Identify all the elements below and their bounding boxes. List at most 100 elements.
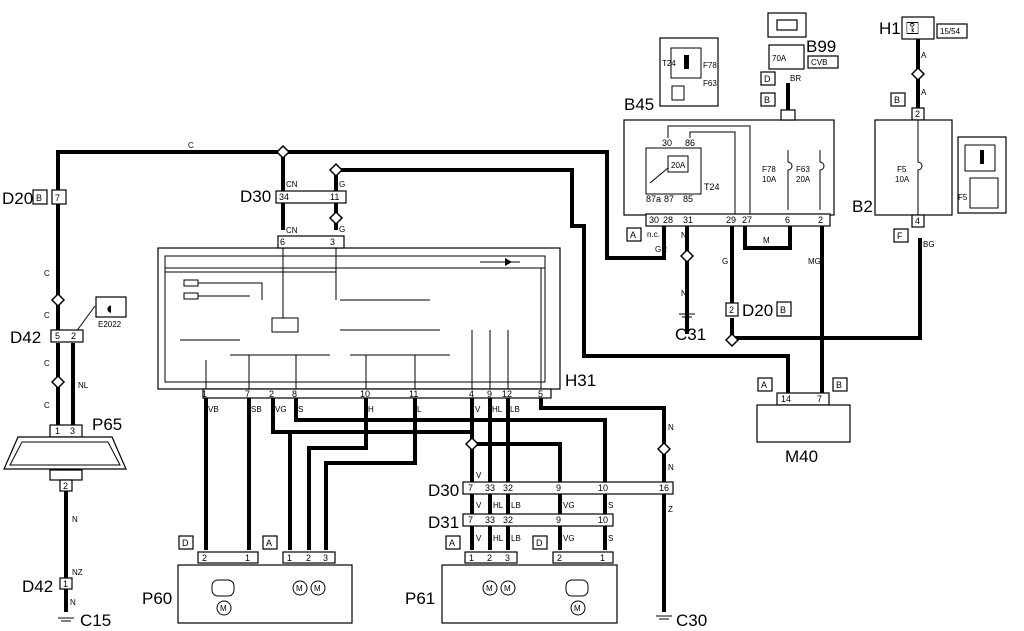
svg-text:A: A [266, 538, 272, 548]
svg-text:7: 7 [468, 515, 473, 525]
svg-text:2: 2 [269, 389, 274, 399]
b99-unit: B99 70A CVB D BR B [760, 12, 839, 107]
b45-location-icon: T24 F78 F63 [659, 37, 719, 107]
svg-text:LB: LB [510, 405, 520, 414]
svg-text:S: S [608, 501, 613, 510]
svg-text:V: V [476, 534, 482, 543]
svg-text:M: M [220, 604, 227, 613]
svg-text:HL: HL [492, 405, 503, 414]
svg-text:M: M [314, 584, 321, 593]
b2-location-icon: F5 [957, 136, 1007, 214]
svg-text:C: C [44, 401, 50, 410]
svg-text:M: M [574, 604, 581, 613]
svg-text:N: N [681, 231, 687, 240]
svg-text:2: 2 [557, 553, 562, 563]
svg-text:D20: D20 [742, 301, 773, 320]
svg-text:N: N [668, 463, 674, 472]
svg-text:B: B [894, 95, 900, 105]
svg-text:LB: LB [511, 501, 521, 510]
svg-text:F5: F5 [958, 193, 968, 202]
svg-text:30: 30 [649, 215, 659, 225]
svg-text:A: A [449, 538, 455, 548]
svg-text:VG: VG [563, 501, 575, 510]
svg-text:86: 86 [685, 138, 695, 148]
svg-text:n.c.: n.c. [647, 230, 660, 239]
svg-text:2: 2 [202, 553, 207, 563]
svg-text:D30: D30 [240, 187, 271, 206]
svg-text:H: H [368, 405, 374, 414]
svg-text:B: B [36, 193, 42, 203]
c15-label: C15 [80, 611, 111, 630]
svg-text:B2: B2 [852, 197, 873, 216]
svg-text:D30: D30 [428, 481, 459, 500]
svg-text:T24: T24 [662, 59, 676, 68]
svg-text:V: V [476, 471, 482, 480]
thin-lines [57, 305, 96, 440]
b2-unit: B 2 F5 10A B2 4 F BG [852, 92, 953, 249]
svg-text:33: 33 [485, 483, 495, 493]
svg-text:85: 85 [683, 194, 693, 204]
svg-text:H1: H1 [879, 19, 901, 38]
svg-text:F5: F5 [897, 165, 907, 174]
svg-text:30: 30 [662, 138, 672, 148]
svg-text:Z: Z [668, 505, 673, 514]
svg-text:34: 34 [279, 192, 289, 202]
h31-unit [157, 247, 561, 399]
svg-text:1: 1 [55, 426, 60, 436]
svg-text:S: S [298, 405, 303, 414]
svg-text:2: 2 [306, 553, 311, 563]
svg-text:10A: 10A [762, 175, 777, 184]
svg-text:87: 87 [664, 194, 674, 204]
svg-text:9: 9 [556, 483, 561, 493]
svg-text:70A: 70A [772, 54, 787, 63]
svg-text:D42: D42 [22, 577, 53, 596]
svg-text:4: 4 [469, 389, 474, 399]
svg-text:M: M [486, 584, 493, 593]
h1-unit: H1 ⚿ 15/54 A A [879, 16, 968, 97]
svg-text:N: N [70, 598, 76, 607]
svg-text:2: 2 [71, 331, 76, 341]
svg-text:2: 2 [915, 109, 920, 119]
svg-text:7: 7 [245, 389, 250, 399]
svg-text:10: 10 [598, 483, 608, 493]
h31-label: H31 [565, 371, 596, 390]
svg-text:BR: BR [790, 74, 801, 83]
svg-text:L: L [417, 405, 422, 414]
svg-text:3: 3 [330, 237, 335, 247]
svg-text:A: A [630, 230, 636, 240]
svg-text:4: 4 [915, 216, 920, 226]
svg-text:32: 32 [503, 483, 513, 493]
h31-top-connector [277, 235, 345, 249]
svg-text:MG: MG [808, 257, 821, 266]
d20-right: 2 D20 B [725, 301, 792, 320]
svg-text:F: F [897, 231, 903, 241]
svg-text:N: N [681, 289, 687, 298]
svg-text:87a: 87a [646, 194, 661, 204]
h31-pins: 1 7 2 8 10 11 4 9 12 5 [202, 389, 543, 399]
svg-text:9: 9 [556, 515, 561, 525]
svg-text:V: V [475, 405, 481, 414]
svg-text:F63: F63 [796, 165, 810, 174]
svg-text:10A: 10A [895, 175, 910, 184]
svg-text:NZ: NZ [72, 568, 83, 577]
svg-text:VG: VG [275, 405, 287, 414]
svg-text:CVB: CVB [811, 58, 827, 67]
svg-text:2: 2 [487, 553, 492, 563]
svg-text:2: 2 [729, 305, 734, 315]
svg-text:G: G [339, 180, 345, 189]
c30-ground: C30 [656, 611, 707, 630]
svg-text:31: 31 [683, 215, 693, 225]
splices [50, 66, 926, 457]
svg-text:C31: C31 [675, 325, 706, 344]
svg-text:A: A [921, 51, 927, 60]
p60-unit: P60 D A 2 1 1 2 3 M M M [142, 535, 353, 624]
svg-text:3: 3 [505, 553, 510, 563]
svg-text:HL: HL [493, 501, 504, 510]
svg-text:D: D [182, 538, 189, 548]
svg-text:1: 1 [287, 553, 292, 563]
h31-wire-colors: VB SB VG S H L V HL LB N N Z [208, 405, 674, 514]
svg-text:VG: VG [563, 534, 575, 543]
svg-text:C: C [44, 269, 50, 278]
svg-text:B: B [780, 305, 786, 315]
svg-text:VB: VB [208, 405, 219, 414]
